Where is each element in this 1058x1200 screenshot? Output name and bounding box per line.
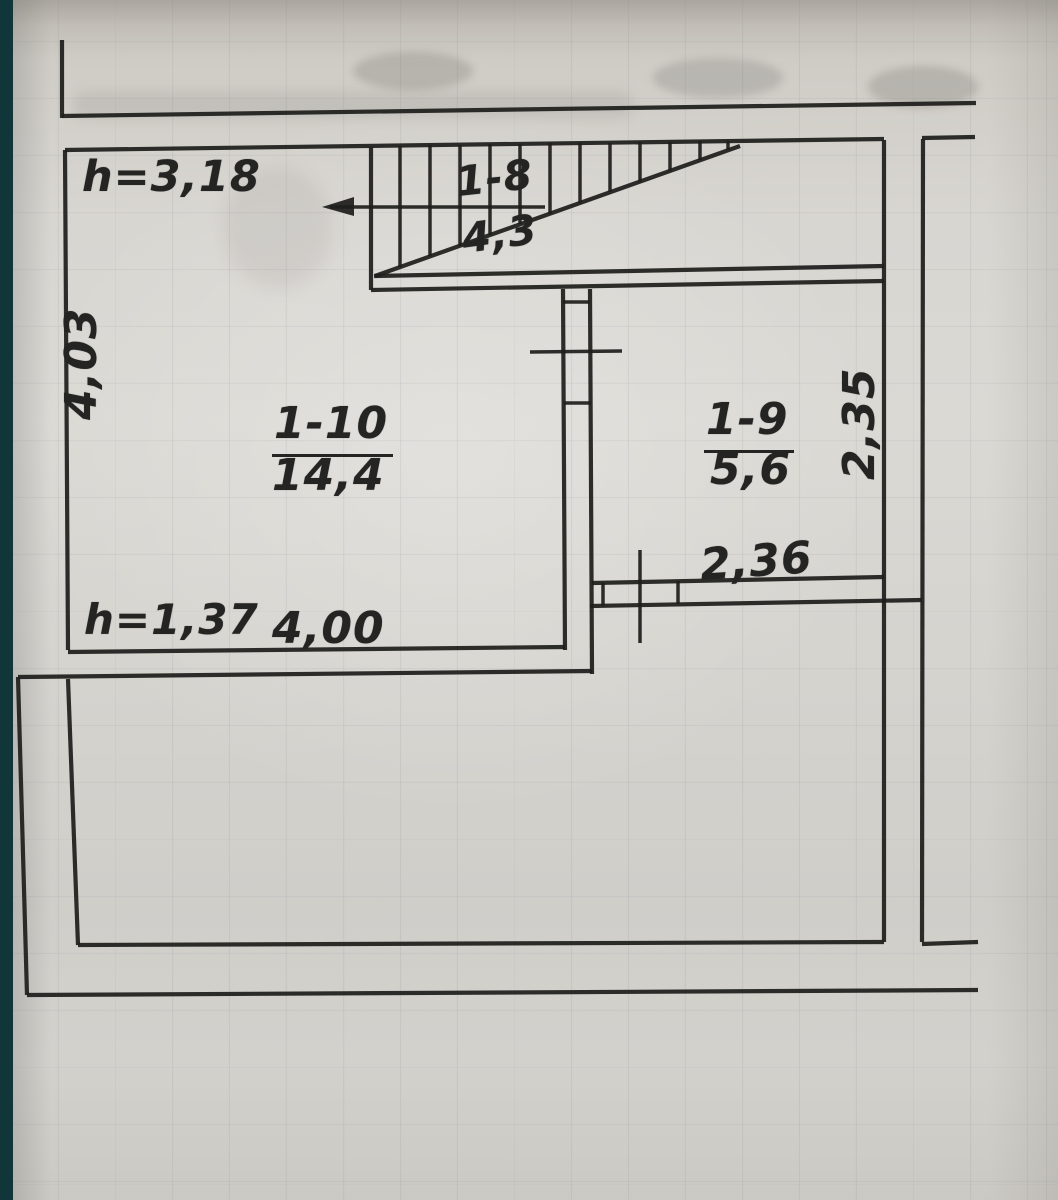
ceiling-height-lower-label: h=1,37 bbox=[84, 595, 259, 644]
stair-treads bbox=[398, 141, 730, 267]
bleedthrough-smudge bbox=[223, 168, 333, 288]
room110-area-label: 14,4 bbox=[272, 450, 385, 501]
dim-room110-height-label: 4,03 bbox=[56, 307, 107, 420]
dim-room110-width-label: 4,00 bbox=[272, 603, 385, 654]
bleedthrough-smudge bbox=[653, 58, 783, 98]
window-opening-ticks bbox=[601, 550, 680, 643]
outer-walls bbox=[15, 40, 979, 998]
stair-room-number-label: 1-8 bbox=[453, 150, 536, 206]
dim-room19-height-label: 2,35 bbox=[834, 367, 885, 480]
room19-area-label: 5,6 bbox=[710, 444, 791, 495]
door-opening-ticks bbox=[529, 300, 623, 405]
stair-area-label: 4,3 bbox=[458, 204, 541, 264]
bleedthrough-smudge bbox=[868, 66, 978, 108]
room19-number-label: 1-9 bbox=[704, 394, 794, 453]
ceiling-height-upper-label: h=3,18 bbox=[82, 152, 261, 202]
staircase-enclosure bbox=[368, 144, 885, 293]
dim-room19-width-label: 2,36 bbox=[698, 532, 815, 591]
room110-number-label: 1-10 bbox=[272, 398, 394, 457]
bleedthrough-smudge bbox=[353, 52, 473, 90]
inner-walls bbox=[17, 134, 976, 948]
stair-direction-arrow bbox=[322, 197, 545, 216]
